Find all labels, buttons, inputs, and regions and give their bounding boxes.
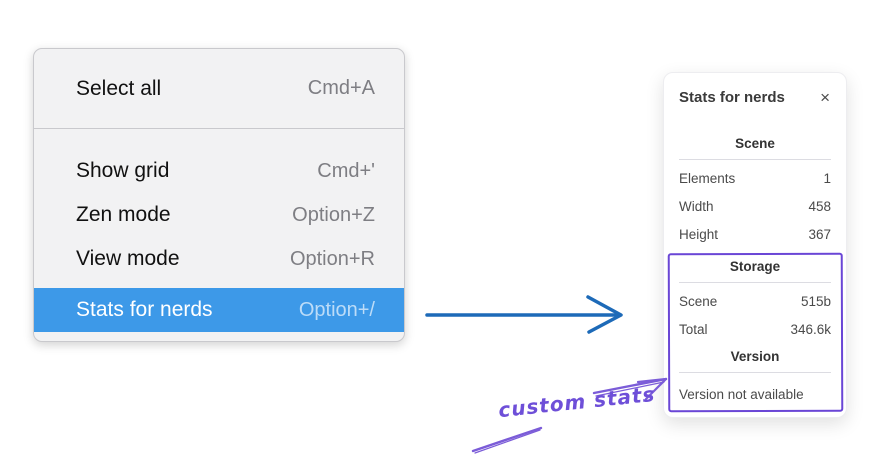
- stat-row-total-storage: Total 346.6k: [679, 315, 831, 343]
- close-icon[interactable]: ×: [820, 87, 830, 107]
- section-heading-scene: Scene: [735, 136, 775, 151]
- menu-item-label: Select all: [76, 76, 162, 100]
- stat-value: 367: [808, 226, 831, 242]
- version-note: Version not available: [679, 387, 804, 402]
- context-menu: Select all Cmd+A Show grid Cmd+' Zen mod…: [33, 48, 405, 342]
- menu-item-stats-for-nerds[interactable]: Stats for nerds Option+/: [34, 288, 404, 332]
- stat-row-width: Width 458: [679, 192, 831, 220]
- stat-label: Height: [679, 226, 719, 242]
- stat-label: Scene: [679, 293, 718, 309]
- section-divider: [679, 372, 831, 373]
- stat-value: 346.6k: [790, 321, 831, 337]
- stat-value: 515b: [800, 293, 831, 309]
- stat-row-scene-storage: Scene 515b: [679, 287, 831, 315]
- stat-label: Width: [679, 198, 714, 214]
- menu-item-view-mode[interactable]: View mode Option+R: [34, 237, 404, 281]
- stats-panel: Stats for nerds × Scene Elements 1 Width…: [663, 72, 847, 418]
- menu-section: Show grid Cmd+' Zen mode Option+Z View m…: [34, 129, 404, 332]
- section-divider: [679, 159, 831, 160]
- menu-divider: [34, 128, 404, 129]
- section-heading-version: Version: [730, 349, 780, 364]
- menu-item-zen-mode[interactable]: Zen mode Option+Z: [34, 193, 404, 237]
- menu-item-shortcut: Option+Z: [292, 203, 375, 226]
- section-heading-storage: Storage: [729, 259, 781, 274]
- menu-item-label: Show grid: [76, 159, 170, 182]
- menu-item-label: View mode: [76, 247, 180, 270]
- menu-item-shortcut: Option+R: [289, 247, 375, 270]
- menu-item-shortcut: Cmd+A: [307, 77, 375, 99]
- menu-item-show-grid[interactable]: Show grid Cmd+': [34, 149, 404, 193]
- stat-value: 458: [808, 198, 831, 214]
- annotation-label: custom stats: [497, 381, 657, 423]
- menu-item-label: Stats for nerds: [76, 298, 213, 321]
- stats-panel-header: Stats for nerds ×: [679, 85, 831, 109]
- menu-item-shortcut: Cmd+': [317, 159, 375, 182]
- stat-label: Elements: [679, 170, 736, 186]
- stat-value: 1: [823, 170, 831, 186]
- menu-item-label: Zen mode: [76, 203, 171, 226]
- flow-arrow-icon: [425, 295, 623, 334]
- menu-item-select-all[interactable]: Select all Cmd+A: [34, 49, 404, 128]
- stats-panel-title: Stats for nerds: [679, 88, 785, 106]
- stat-row-height: Height 367: [679, 220, 831, 248]
- stat-row-elements: Elements 1: [679, 164, 831, 192]
- menu-item-shortcut: Option+/: [298, 298, 375, 321]
- stat-label: Total: [679, 321, 708, 337]
- section-divider: [679, 282, 831, 283]
